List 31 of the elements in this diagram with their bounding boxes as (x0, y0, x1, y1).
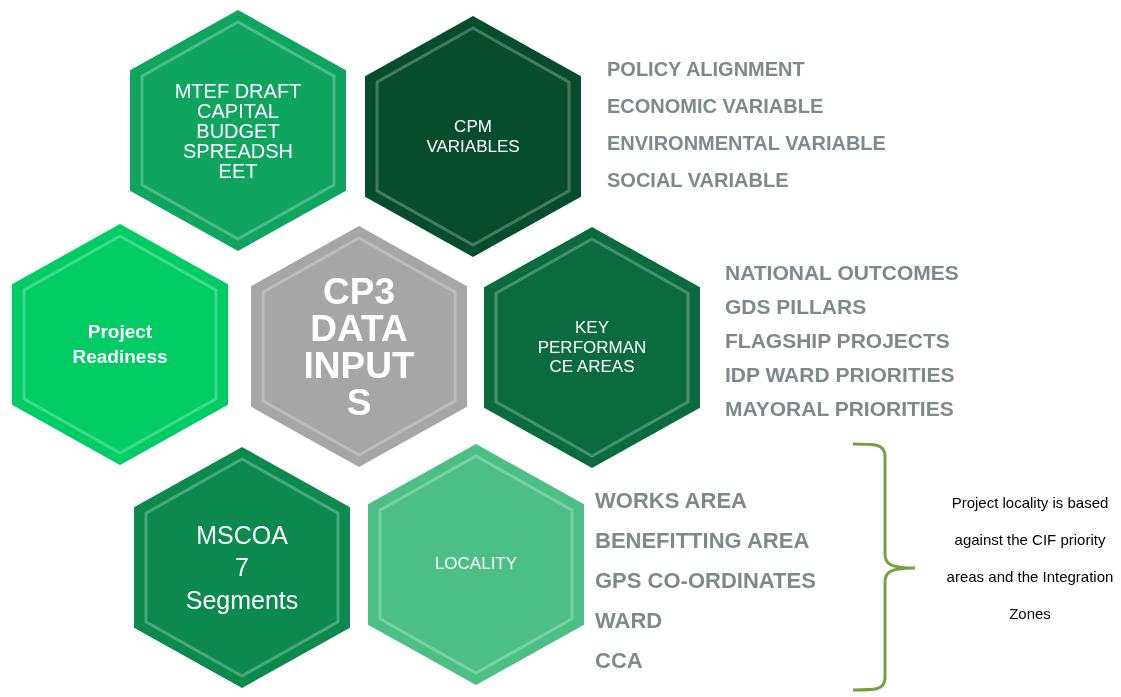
hexagon (128, 8, 348, 253)
hexagon-label: MTEF DRAFT CAPITAL BUDGET SPREADSH EET (173, 80, 303, 181)
hexagon (482, 225, 702, 470)
list-item: BENEFITTING AREA (595, 528, 810, 554)
list-item: ENVIRONMENTAL VARIABLE (607, 132, 886, 155)
hexagon (132, 445, 352, 690)
hexagon-label: MSCOA (196, 519, 288, 551)
hexagon-label: Segments (185, 584, 299, 616)
list-item: ECONOMIC VARIABLE (607, 95, 824, 118)
list-item: FLAGSHIP PROJECTS (725, 329, 950, 353)
hexagon (366, 442, 586, 687)
hexagon (10, 222, 230, 467)
note-text: Project locality is based against the CIF priority areas and the Integration Zones (945, 493, 1115, 624)
list-item: IDP WARD PRIORITIES (725, 363, 955, 387)
hexagon (249, 224, 469, 469)
list-item: MAYORAL PRIORITIES (725, 397, 954, 421)
list-item: POLICY ALIGNMENT (607, 58, 805, 81)
list-item: SOCIAL VARIABLE (607, 169, 789, 192)
list-item: NATIONAL OUTCOMES (725, 261, 959, 285)
hexagon-label: Project Readiness (71, 319, 169, 369)
hexagon-label: CP3 DATA INPUT S (302, 272, 416, 421)
hexagon-label: CPM VARIABLES (425, 116, 521, 157)
list-item: CCA (595, 648, 643, 674)
list-item: GDS PILLARS (725, 295, 867, 319)
hexagon-label: 7 (235, 552, 249, 584)
hexagon-label: LOCALITY (434, 554, 518, 575)
list-item: GPS CO-ORDINATES (595, 568, 816, 594)
list-item: WARD (595, 608, 663, 634)
hexagon-label: KEY PERFORMAN CE AREAS (536, 318, 648, 377)
list-item: WORKS AREA (595, 488, 747, 514)
hexagon (363, 14, 583, 259)
